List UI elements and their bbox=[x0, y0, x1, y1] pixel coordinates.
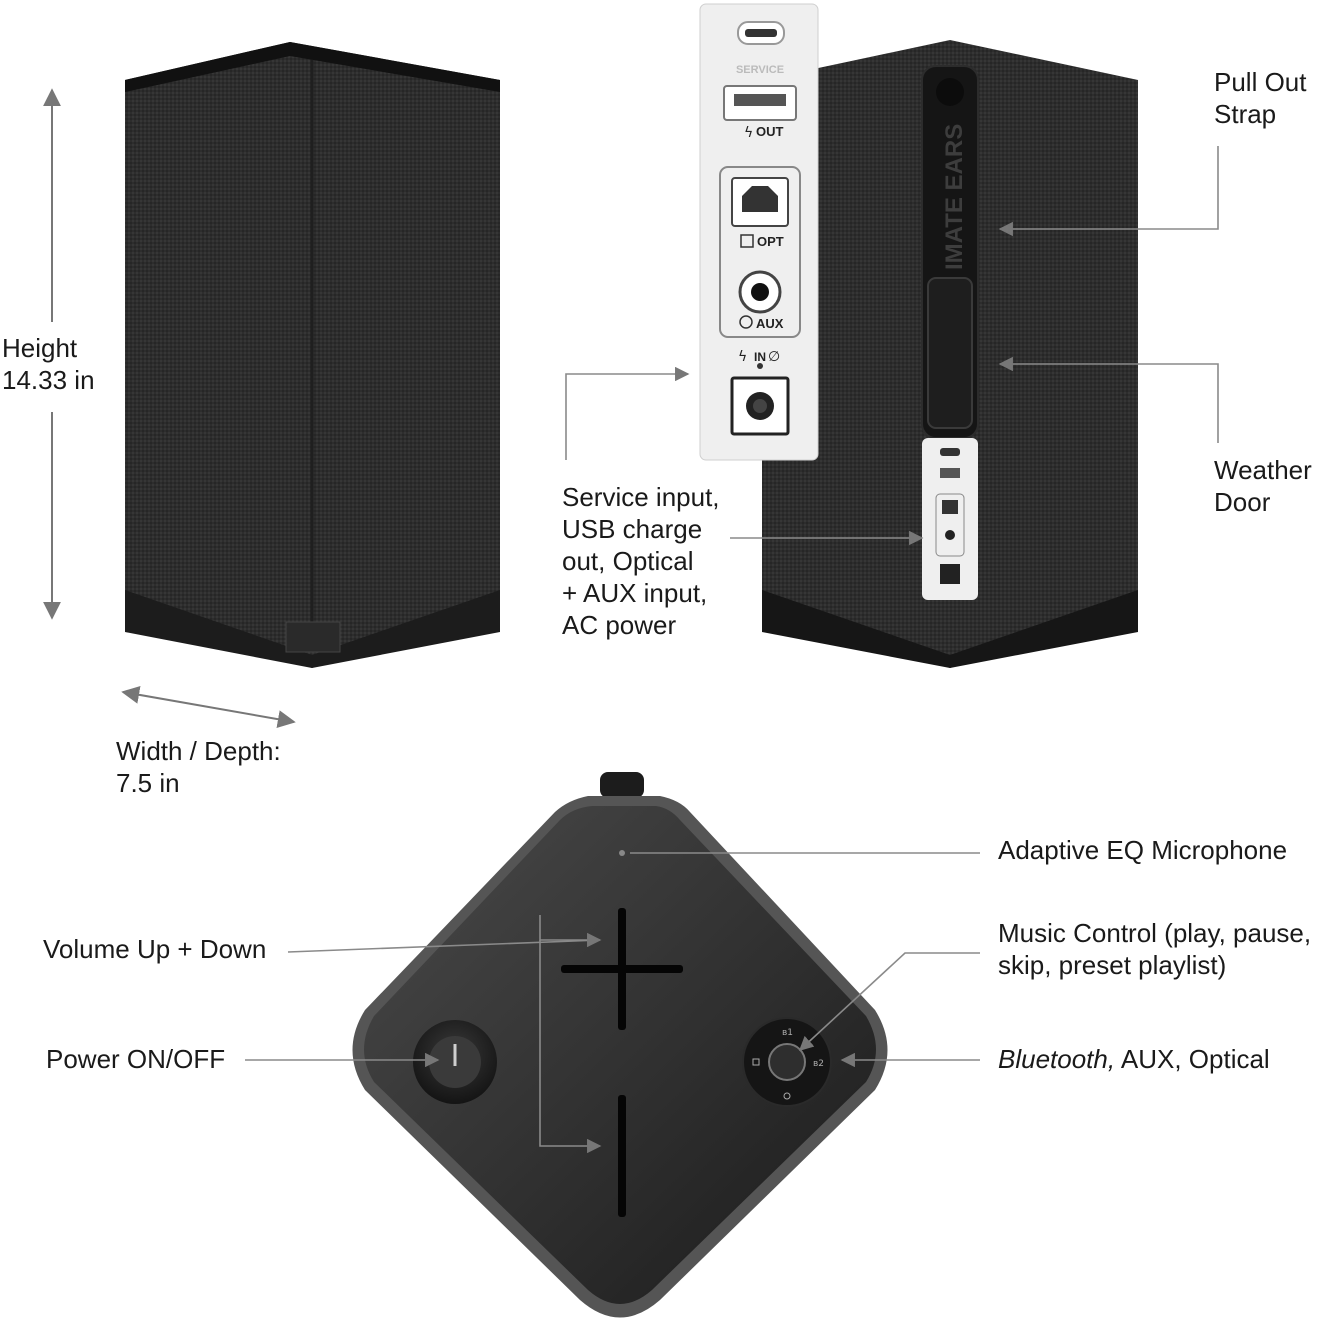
bluetooth-1-icon: ʙ1 bbox=[782, 1028, 793, 1038]
volume-label: Volume Up + Down bbox=[43, 934, 267, 964]
mini-port-panel bbox=[922, 438, 978, 600]
aux-optical-text: AUX, Optical bbox=[1115, 1044, 1270, 1074]
optical-source-icon bbox=[752, 1058, 760, 1066]
speaker-top-view: ʙ1 ʙ2 bbox=[352, 772, 888, 1318]
height-label: Height 14.33 in bbox=[2, 333, 95, 395]
speaker-front-view bbox=[125, 42, 500, 668]
width-arrow bbox=[121, 685, 296, 729]
leader-lines bbox=[245, 146, 1219, 1154]
volume-down-bar bbox=[618, 1095, 626, 1217]
lightning-icon: ϟ bbox=[738, 349, 747, 365]
width-depth-label: Width / Depth: 7.5 in bbox=[116, 736, 281, 798]
adaptive-eq-microphone-label: Adaptive EQ Microphone bbox=[998, 835, 1288, 865]
aux-label: AUX bbox=[756, 316, 784, 331]
weather-door-label: Weather Door bbox=[1214, 455, 1312, 517]
port-panel-zoom bbox=[699, 3, 819, 461]
volume-up-horizontal bbox=[561, 965, 683, 973]
strap-brand-text: IMATE EARS bbox=[941, 124, 968, 270]
strap-loop bbox=[600, 772, 644, 798]
bluetooth-2-icon: ʙ2 bbox=[813, 1059, 824, 1069]
no-symbol-icon: ∅ bbox=[768, 349, 780, 365]
power-label: Power ON/OFF bbox=[46, 1044, 226, 1074]
usb-out-label: OUT bbox=[756, 124, 784, 139]
optical-square-icon bbox=[740, 234, 754, 248]
aux-source-icon bbox=[783, 1092, 791, 1100]
lightning-icon: ϟ bbox=[744, 125, 753, 141]
aux-circle-icon bbox=[739, 315, 753, 329]
speaker-back-view: IMATE EARS bbox=[762, 40, 1138, 668]
bluetooth-text: Bluetooth, bbox=[998, 1044, 1116, 1074]
ports-label: Service input, USB charge out, Optical +… bbox=[562, 482, 720, 640]
service-label: SERVICE bbox=[736, 64, 784, 76]
music-control-label: Music Control (play, pause, skip, preset… bbox=[998, 918, 1312, 980]
optical-label: OPT bbox=[757, 234, 784, 249]
brand-badge bbox=[285, 621, 341, 653]
source-modes-label: Bluetooth, AUX, Optical bbox=[998, 1043, 1270, 1075]
pull-out-strap-label: Pull Out Strap bbox=[1214, 67, 1307, 129]
eq-microphone-dot bbox=[619, 850, 625, 856]
weather-door bbox=[927, 277, 973, 429]
power-in-label: IN bbox=[754, 350, 766, 364]
